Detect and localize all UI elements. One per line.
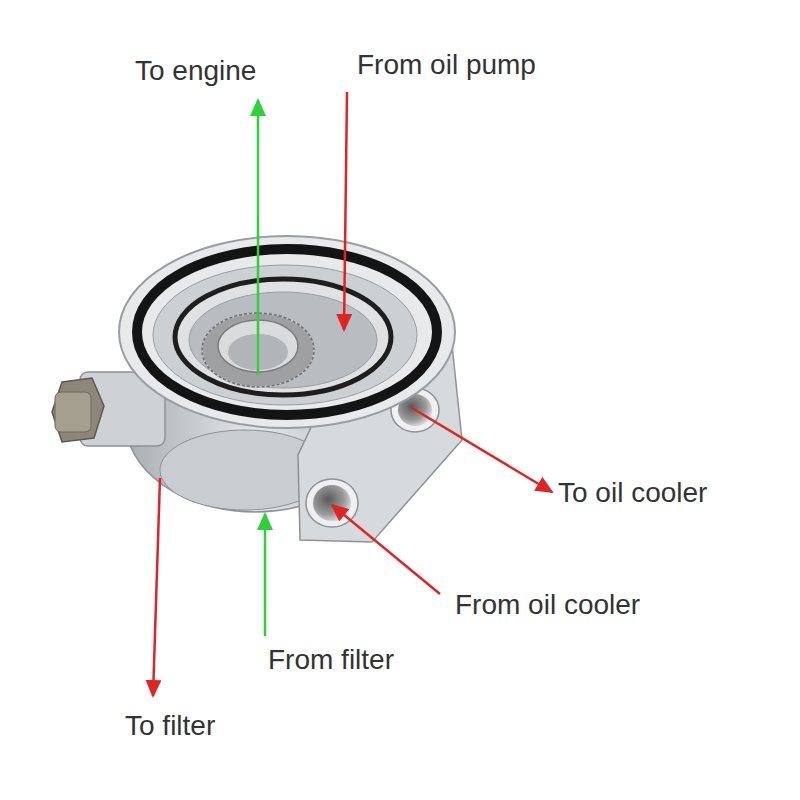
inner-channel — [189, 292, 377, 388]
outer-o-ring — [137, 249, 437, 415]
flow-label: From filter — [268, 645, 394, 676]
flow-arrow — [344, 92, 347, 330]
flow-arrow — [412, 408, 552, 492]
top-face — [119, 236, 455, 428]
bolt-nut — [52, 378, 104, 442]
inner-o-ring — [175, 279, 391, 395]
flow-arrow — [257, 100, 260, 375]
flow-label: From oil cooler — [455, 590, 640, 621]
flow-arrow — [153, 478, 160, 696]
flow-label: To engine — [135, 56, 256, 87]
oil-groove — [153, 265, 417, 405]
flow-label: To oil cooler — [558, 478, 707, 509]
bolt-head — [55, 392, 91, 432]
flow-arrow — [332, 505, 440, 594]
flow-label: To filter — [125, 711, 215, 742]
flow-arrow — [264, 514, 267, 636]
flow-label: From oil pump — [357, 50, 536, 81]
